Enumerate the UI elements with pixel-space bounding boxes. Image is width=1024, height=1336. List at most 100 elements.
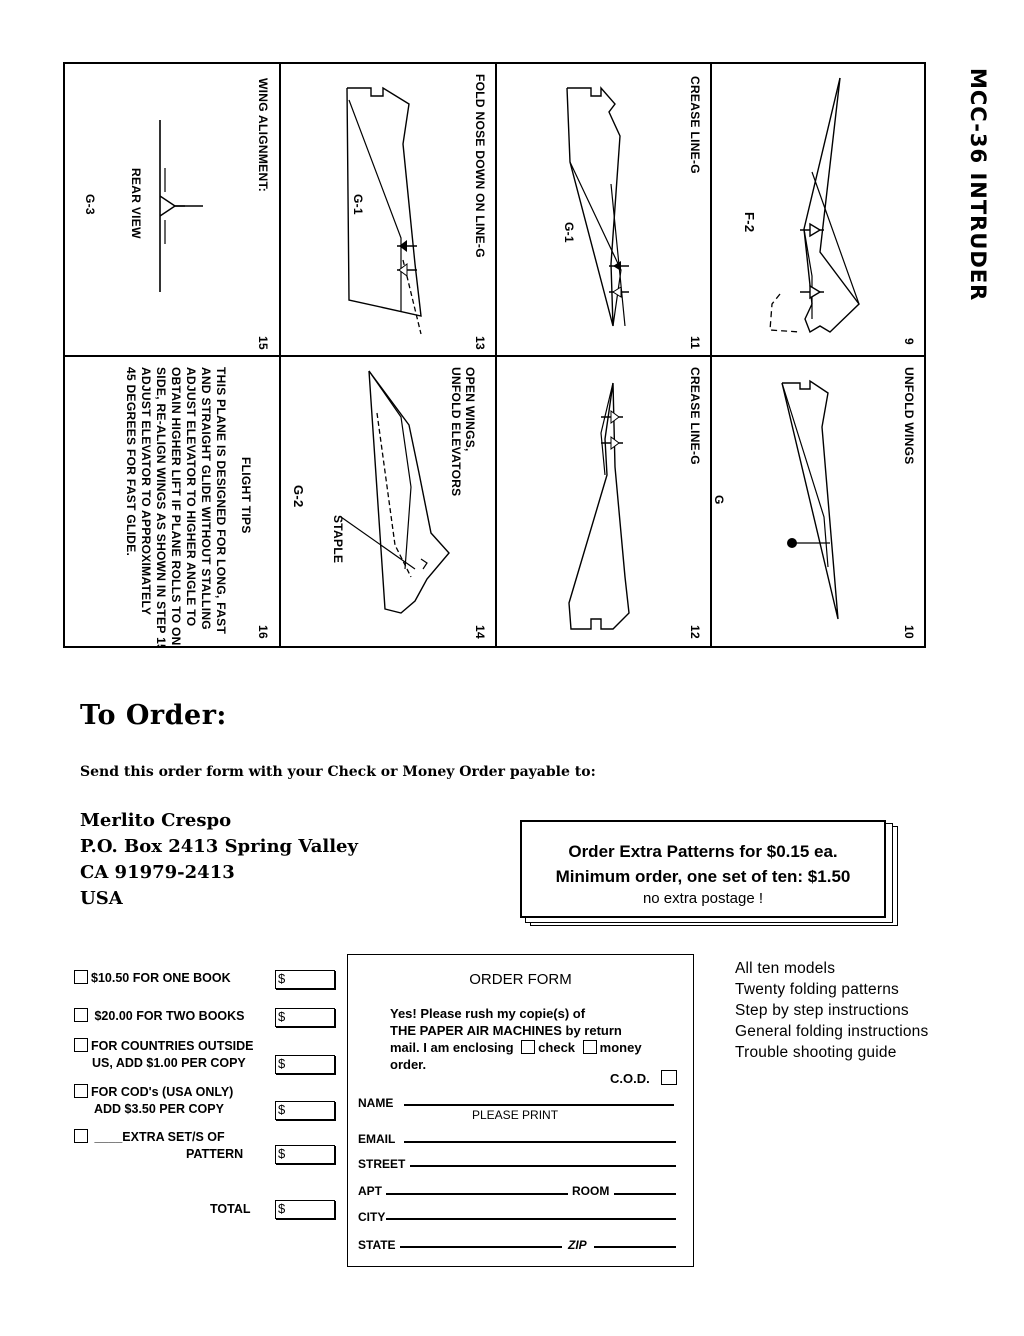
feature-item: Trouble shooting guide — [735, 1044, 897, 1061]
step-9-number: 9 — [902, 338, 916, 345]
extra-patterns-label-1: ____EXTRA SET/S OF — [94, 1130, 225, 1144]
address-country: USA — [80, 888, 123, 909]
send-instructions: Send this order form with your Check or … — [80, 764, 596, 780]
flight-tips-line-7: 45 DEGREES FOR FAST GLIDE. — [124, 367, 138, 557]
step-10-number: 10 — [902, 625, 916, 639]
address-city: CA 91979-2413 — [80, 862, 235, 883]
step-13-number: 13 — [473, 336, 487, 350]
step-15-view: REAR VIEW — [129, 168, 143, 239]
outside-us-amount-field[interactable]: $ — [275, 1055, 335, 1074]
promo-line-3: no extra postage ! — [642, 890, 764, 907]
city-label: CITY — [358, 1210, 386, 1224]
extra-patterns-label-2: PATTERN — [186, 1147, 244, 1161]
one-book-amount-field[interactable]: $ — [275, 970, 335, 989]
step-14-panel: OPEN WINGS, UNFOLD ELEVATORS STAPLE G-2 … — [281, 357, 495, 646]
step-10-mark: G — [712, 495, 726, 505]
step-11-mark: G-1 — [562, 222, 576, 243]
mailing-address: Merlito Crespo P.O. Box 2413 Spring Vall… — [80, 808, 358, 912]
zip-label: ZIP — [568, 1238, 587, 1252]
step-14-diagram — [340, 370, 450, 614]
extra-patterns-checkbox[interactable] — [74, 1129, 88, 1143]
zip-field[interactable] — [594, 1246, 676, 1248]
step-13-mark: G-1 — [351, 194, 365, 215]
model-title: MCC-36 INTRUDER — [966, 68, 990, 302]
outside-us-label-2: US, ADD $1.00 PER COPY — [92, 1056, 246, 1070]
address-street: P.O. Box 2413 Spring Valley — [80, 836, 358, 857]
step-14-label-2: UNFOLD ELEVATORS — [449, 367, 463, 497]
cod-amount-field[interactable]: $ — [275, 1101, 335, 1120]
order-form-body-line-3: mail. I am enclosing — [390, 1040, 514, 1055]
cod-payment-checkbox[interactable] — [661, 1070, 677, 1085]
street-field[interactable] — [410, 1165, 676, 1167]
order-form-body: Yes! Please rush my copie(s) of THE PAPE… — [390, 1005, 642, 1073]
name-field[interactable] — [404, 1104, 674, 1106]
email-label: EMAIL — [358, 1132, 396, 1146]
step-14-number: 14 — [473, 625, 487, 639]
email-field[interactable] — [404, 1141, 676, 1143]
promo-line-2: Minimum order, one set of ten: $1.50 — [555, 867, 851, 886]
address-name: Merlito Crespo — [80, 810, 232, 831]
book-features-list: All ten models Twenty folding patterns S… — [735, 958, 928, 1063]
outside-us-label-1: FOR COUNTRIES OUTSIDE — [91, 1039, 254, 1053]
step-14-staple-label: STAPLE — [331, 515, 345, 564]
order-heading: To Order: — [80, 700, 227, 731]
extra-patterns-amount-field[interactable]: $ — [275, 1145, 335, 1164]
money-label: money — [599, 1040, 642, 1055]
step-12-number: 12 — [688, 625, 702, 639]
name-label: NAME — [358, 1096, 394, 1110]
step-11-diagram — [566, 86, 629, 327]
step-16-panel: FLIGHT TIPS THIS PLANE IS DESIGNED FOR L… — [65, 357, 279, 646]
order-form-body-line-2: THE PAPER AIR MACHINES by return — [390, 1023, 622, 1038]
step-12-label: CREASE LINE-G — [688, 367, 702, 465]
order-form-title: ORDER FORM — [469, 971, 572, 988]
one-book-checkbox[interactable] — [74, 970, 88, 984]
cod-label-1: FOR COD's (USA ONLY) — [91, 1085, 234, 1099]
please-print-note: PLEASE PRINT — [472, 1108, 559, 1122]
option-extra-patterns: ____EXTRA SET/S OF PATTERN — [74, 1129, 243, 1163]
feature-item: Twenty folding patterns — [735, 981, 899, 998]
extra-patterns-box: Order Extra Patterns for $0.15 ea. Minim… — [520, 820, 898, 926]
step-14-label-1: OPEN WINGS, — [463, 367, 477, 452]
check-checkbox[interactable] — [521, 1040, 536, 1054]
cod-option-checkbox[interactable] — [74, 1084, 88, 1098]
flight-tips-line-5: SIDE, RE-ALIGN WINGS AS SHOWN IN STEP 15… — [154, 367, 168, 646]
feature-item: All ten models — [735, 960, 836, 977]
room-label: ROOM — [572, 1184, 610, 1198]
step-12-panel: CREASE LINE-G 12 — [497, 357, 710, 646]
flight-tips-heading: FLIGHT TIPS — [239, 457, 253, 534]
room-field[interactable] — [614, 1193, 676, 1195]
two-books-checkbox[interactable] — [74, 1008, 88, 1022]
step-16-number: 16 — [256, 625, 270, 639]
step-15-number: 15 — [256, 336, 270, 350]
promo-line-1: Order Extra Patterns for $0.15 ea. — [568, 842, 838, 861]
apt-field[interactable] — [386, 1193, 568, 1195]
step-13-diagram — [346, 86, 422, 335]
step-11-label: CREASE LINE-G — [688, 76, 702, 174]
step-13-panel: FOLD NOSE DOWN ON LINE-G G-1 13 — [281, 64, 495, 355]
instruction-grid: F-2 9 CREASE LINE-G G-1 11 FOLD NOSE DOW… — [63, 62, 926, 648]
order-form-body-line-4: order. — [390, 1057, 427, 1072]
flight-tips-line-3: ADJUST ELEVATOR TO HIGHER ANGLE TO — [184, 367, 198, 627]
total-label: TOTAL — [210, 1202, 251, 1216]
outside-us-checkbox[interactable] — [74, 1038, 88, 1052]
step-15-mark: G-3 — [83, 194, 97, 215]
step-10-diagram — [781, 379, 839, 620]
city-field[interactable] — [386, 1218, 676, 1220]
step-12-diagram — [568, 382, 630, 630]
feature-item: Step by step instructions — [735, 1002, 909, 1019]
step-10-label: UNFOLD WINGS — [902, 367, 916, 465]
state-label: STATE — [358, 1238, 396, 1252]
step-10-panel: UNFOLD WINGS G 10 — [712, 357, 924, 646]
street-label: STREET — [358, 1157, 406, 1171]
check-label: check — [538, 1040, 576, 1055]
money-checkbox[interactable] — [582, 1040, 597, 1054]
option-one-book: $10.50 FOR ONE BOOK — [74, 970, 231, 987]
two-books-amount-field[interactable]: $ — [275, 1008, 335, 1027]
one-book-label: $10.50 FOR ONE BOOK — [91, 971, 231, 985]
state-field[interactable] — [400, 1246, 562, 1248]
total-amount-field[interactable]: $ — [275, 1200, 335, 1219]
cod-payment-label: C.O.D. — [610, 1071, 650, 1086]
flight-tips-line-2: AND STRAIGHT GLIDE WITHOUT STALLING — [199, 367, 213, 630]
cod-label-2: ADD $3.50 PER COPY — [94, 1102, 224, 1116]
step-15-panel: WING ALIGNMENT: REAR VIEW G-3 15 — [65, 64, 279, 355]
